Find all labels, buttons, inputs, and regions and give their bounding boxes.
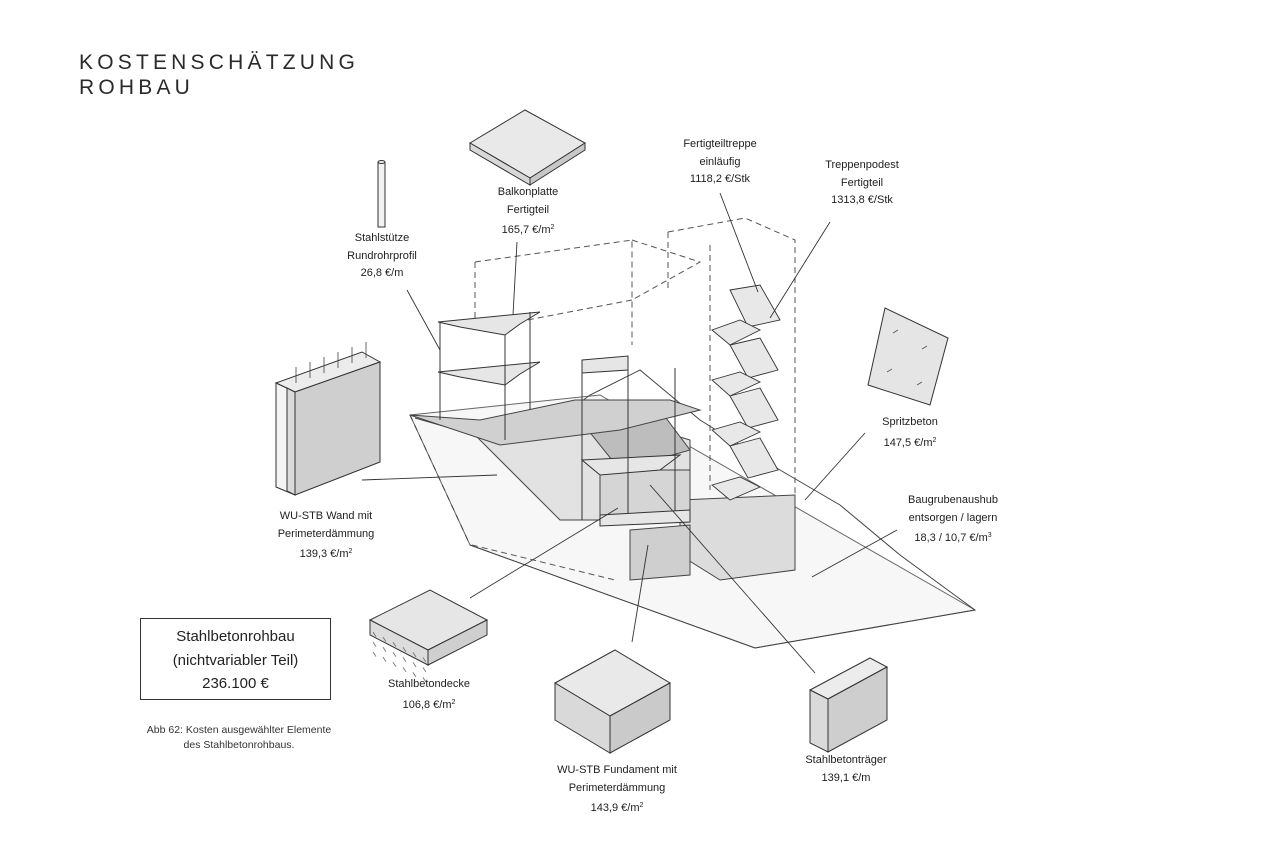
label-stahlstuetze: Stahlstütze Rundrohrprofil 26,8 €/m [347,230,417,283]
label-line: Rundrohrprofil [347,249,417,262]
label-line: Stahlstütze [354,232,410,244]
label-line: Spritzbeton [882,416,938,428]
label-line: Perimeterdämmung [568,781,666,794]
shotcrete-element [867,307,949,406]
unit-superscript: 2 [550,224,555,231]
steel-column-element [377,160,386,228]
label-price: 143,9 €/m [590,802,640,814]
label-price: 1313,8 €/Stk [831,194,893,206]
unit-superscript: 2 [451,698,456,706]
foundation-element [553,649,672,754]
label-line: entsorgen / lagern [908,511,998,524]
caption-line-1: Abb 62: Kosten ausgewählter Elemente [146,724,332,736]
balcony-slab-element [469,109,586,186]
building-volumes [409,399,796,581]
label-line: Fertigteil [506,203,550,216]
label-baugrube: Baugrubenaushub entsorgen / lagern 18,3 … [908,492,998,548]
label-treppe: Fertigteiltreppe einläufig 1118,2 €/Stk [683,136,756,189]
label-price: 165,7 €/m [501,224,551,236]
label-wand: WU-STB Wand mit Perimeterdämmung 139,3 €… [278,508,375,564]
unit-superscript: 3 [987,532,992,539]
label-balkonplatte: Balkonplatte Fertigteil 165,7 €/m2 [498,184,559,240]
label-price: 139,3 €/m [299,548,349,560]
title-line-2: ROHBAU [79,76,195,99]
wall-element [274,342,382,496]
label-line: Perimeterdämmung [277,527,375,540]
leader-lines [361,192,898,674]
label-decke: Stahlbetondecke 106,8 €/m2 [388,676,470,714]
label-price: 1118,2 €/Stk [689,173,751,185]
label-line: Balkonplatte [497,186,559,198]
slab-element [368,589,489,684]
label-line: einläufig [699,155,741,168]
stair-tower [711,284,781,501]
label-line: Fertigteil [840,176,884,189]
unit-superscript: 2 [932,436,937,444]
label-podest: Treppenpodest Fertigteil 1313,8 €/Stk [825,157,899,210]
beam-element [808,657,889,753]
label-line: Stahlbetondecke [388,678,470,690]
title-line-1: KOSTENSCHÄTZUNG [79,51,360,74]
figure-caption: Abb 62: Kosten ausgewählter Elemente des… [140,723,338,753]
balcony-frame [437,311,691,527]
label-price: 139,1 €/m [821,771,871,784]
label-line: Baugrubenaushub [908,494,998,506]
summary-total: 236.100 € [202,675,269,692]
unit-superscript: 2 [639,802,644,809]
label-price: 106,8 €/m [402,698,452,711]
label-line: WU-STB Fundament mit [557,764,677,776]
label-price: 26,8 €/m [360,267,404,279]
caption-line-2: des Stahlbetonrohbaus. [183,739,295,751]
label-price: 18,3 / 10,7 €/m [914,532,988,544]
label-price: 147,5 €/m [883,436,933,449]
label-traeger: Stahlbetonträger 139,1 €/m [805,752,886,787]
summary-line-2: (nichtvariabler Teil) [172,651,299,669]
label-line: WU-STB Wand mit [279,510,373,522]
summary-box: Stahlbetonrohbau (nichtvariabler Teil) 2… [140,618,331,700]
unit-superscript: 2 [348,548,353,555]
label-line: Stahlbetonträger [805,754,887,766]
label-spritzbeton: Spritzbeton 147,5 €/m2 [882,414,938,452]
summary-line-1: Stahlbetonrohbau [176,628,295,645]
label-fundament: WU-STB Fundament mit Perimeterdämmung 14… [557,762,677,818]
page-title: KOSTENSCHÄTZUNG ROHBAU [79,50,359,100]
label-line: Fertigteiltreppe [683,138,757,150]
label-line: Treppenpodest [825,159,899,171]
